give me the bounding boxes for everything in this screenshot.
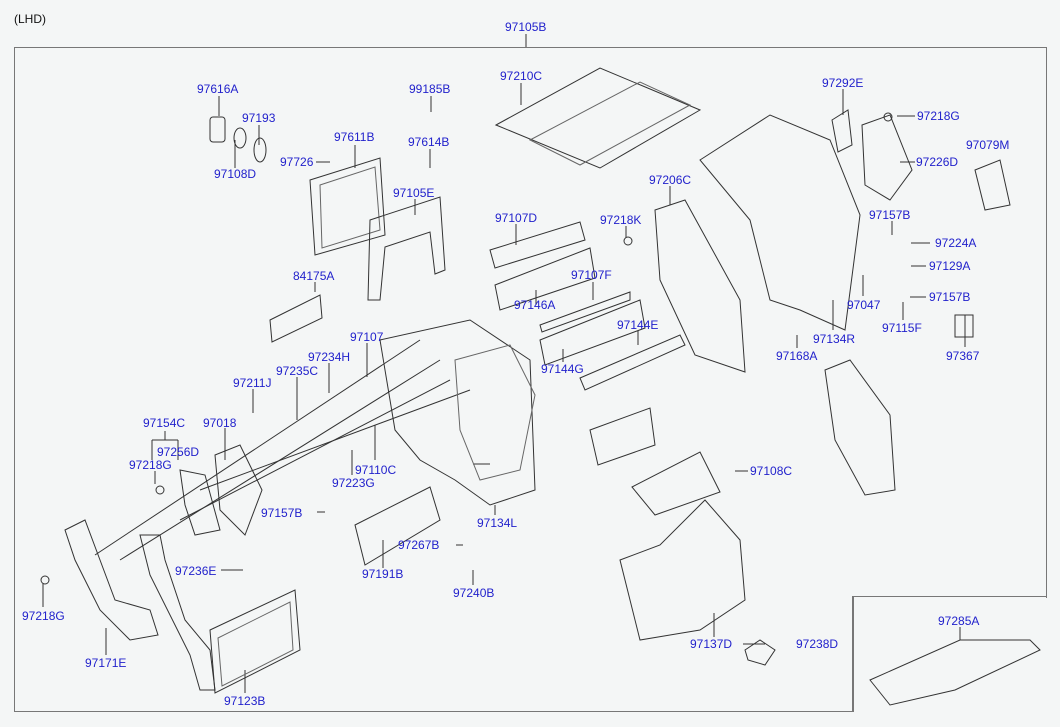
label-97267B[interactable]: 97267B xyxy=(398,538,440,552)
part-97616A xyxy=(209,116,226,143)
label-97223G[interactable]: 97223G xyxy=(332,476,375,490)
part-84175A xyxy=(269,294,323,343)
part-97107D xyxy=(489,221,586,269)
label-97146A[interactable]: 97146A xyxy=(514,298,556,312)
label-97134L[interactable]: 97134L xyxy=(477,516,518,530)
part-97367 xyxy=(954,314,974,338)
label-97134R[interactable]: 97134R xyxy=(813,332,856,346)
label-97157B-right[interactable]: 97157B xyxy=(929,290,971,304)
label-97238D[interactable]: 97238D xyxy=(796,637,839,651)
label-97191B[interactable]: 97191B xyxy=(362,567,404,581)
label-97256D[interactable]: 97256D xyxy=(157,445,200,459)
label-97105B[interactable]: 97105B xyxy=(505,20,547,34)
label-97234H[interactable]: 97234H xyxy=(308,350,351,364)
label-97171E[interactable]: 97171E xyxy=(85,656,127,670)
label-97047[interactable]: 97047 xyxy=(847,298,881,312)
label-97226D[interactable]: 97226D xyxy=(916,155,959,169)
label-97137D[interactable]: 97137D xyxy=(690,637,733,651)
part-97611B-evaporator xyxy=(309,157,386,256)
label-97616A[interactable]: 97616A xyxy=(197,82,239,96)
part-97108C xyxy=(631,451,721,516)
label-97018[interactable]: 97018 xyxy=(203,416,237,430)
label-97107[interactable]: 97107 xyxy=(350,330,384,344)
label-97154C[interactable]: 97154C xyxy=(143,416,186,430)
label-97129A[interactable]: 97129A xyxy=(929,259,971,273)
part-97218G-mid xyxy=(155,485,165,495)
part-97218G-bottom xyxy=(40,575,50,585)
label-97193[interactable]: 97193 xyxy=(242,111,276,125)
part-97226D xyxy=(861,114,913,201)
label-97235C[interactable]: 97235C xyxy=(276,364,319,378)
label-97292E[interactable]: 97292E xyxy=(822,76,864,90)
part-97107F xyxy=(539,291,631,333)
label-97614B[interactable]: 97614B xyxy=(408,135,450,149)
inset-frame xyxy=(852,596,1047,712)
part-97137D xyxy=(619,499,746,641)
label-97240B[interactable]: 97240B xyxy=(453,586,495,600)
label-97206C[interactable]: 97206C xyxy=(649,173,692,187)
part-97123B-heater-core xyxy=(209,589,301,694)
part-97134R-case xyxy=(699,114,861,331)
part-97108D xyxy=(233,127,247,149)
label-97367[interactable]: 97367 xyxy=(946,349,980,363)
part-heater-pipe xyxy=(139,534,216,691)
part-97218G-top xyxy=(883,112,893,122)
label-97108D[interactable]: 97108D xyxy=(214,167,257,181)
label-97157B-left[interactable]: 97157B xyxy=(261,506,303,520)
label-97110C[interactable]: 97110C xyxy=(355,463,397,477)
label-97224A[interactable]: 97224A xyxy=(935,236,977,250)
label-97285A[interactable]: 97285A xyxy=(938,614,980,628)
part-97206C-right xyxy=(824,359,896,496)
label-97211J[interactable]: 97211J xyxy=(233,376,272,390)
label-97611B[interactable]: 97611B xyxy=(334,130,375,144)
part-duct-grille xyxy=(589,407,656,466)
label-97105E[interactable]: 97105E xyxy=(393,186,435,200)
label-97107D[interactable]: 97107D xyxy=(495,211,538,225)
label-97123B[interactable]: 97123B xyxy=(224,694,266,708)
part-97144G xyxy=(539,299,646,366)
variant-note: (LHD) xyxy=(14,12,46,26)
label-97218G-top[interactable]: 97218G xyxy=(917,109,960,123)
label-97236E[interactable]: 97236E xyxy=(175,564,217,578)
part-97218K xyxy=(623,236,633,246)
assembly-frame xyxy=(14,47,1047,598)
part-97206C xyxy=(654,199,746,373)
label-97210C[interactable]: 97210C xyxy=(500,69,543,83)
assembly-frame-bottom xyxy=(14,597,854,712)
part-97210C xyxy=(494,67,702,169)
part-97134L-case xyxy=(379,319,536,506)
part-97144E xyxy=(579,334,686,391)
part-97171E xyxy=(64,519,159,641)
label-97157B-top[interactable]: 97157B xyxy=(869,208,911,222)
part-97018 xyxy=(214,444,263,536)
label-99185B[interactable]: 99185B xyxy=(409,82,451,96)
part-97079M xyxy=(974,159,1011,211)
label-97218G-bottom[interactable]: 97218G xyxy=(22,609,65,623)
label-84175A[interactable]: 84175A xyxy=(293,269,335,283)
label-97726[interactable]: 97726 xyxy=(280,155,314,169)
label-97107F[interactable]: 97107F xyxy=(571,268,612,282)
label-97218G-mid[interactable]: 97218G xyxy=(129,458,172,472)
label-97168A[interactable]: 97168A xyxy=(776,349,818,363)
part-97193 xyxy=(253,137,267,163)
part-97146A xyxy=(494,247,596,311)
part-97105E xyxy=(367,196,446,301)
label-97144G[interactable]: 97144G xyxy=(541,362,584,376)
part-97285A xyxy=(869,639,1041,706)
label-97218K[interactable]: 97218K xyxy=(600,213,642,227)
part-97238D xyxy=(744,639,776,666)
part-97292E xyxy=(831,109,853,153)
label-97115F[interactable]: 97115F xyxy=(882,321,922,335)
part-97256D xyxy=(179,469,221,536)
part-97191B xyxy=(354,486,441,566)
label-97144E[interactable]: 97144E xyxy=(617,318,659,332)
label-97108C[interactable]: 97108C xyxy=(750,464,793,478)
label-97079M[interactable]: 97079M xyxy=(966,138,1010,152)
